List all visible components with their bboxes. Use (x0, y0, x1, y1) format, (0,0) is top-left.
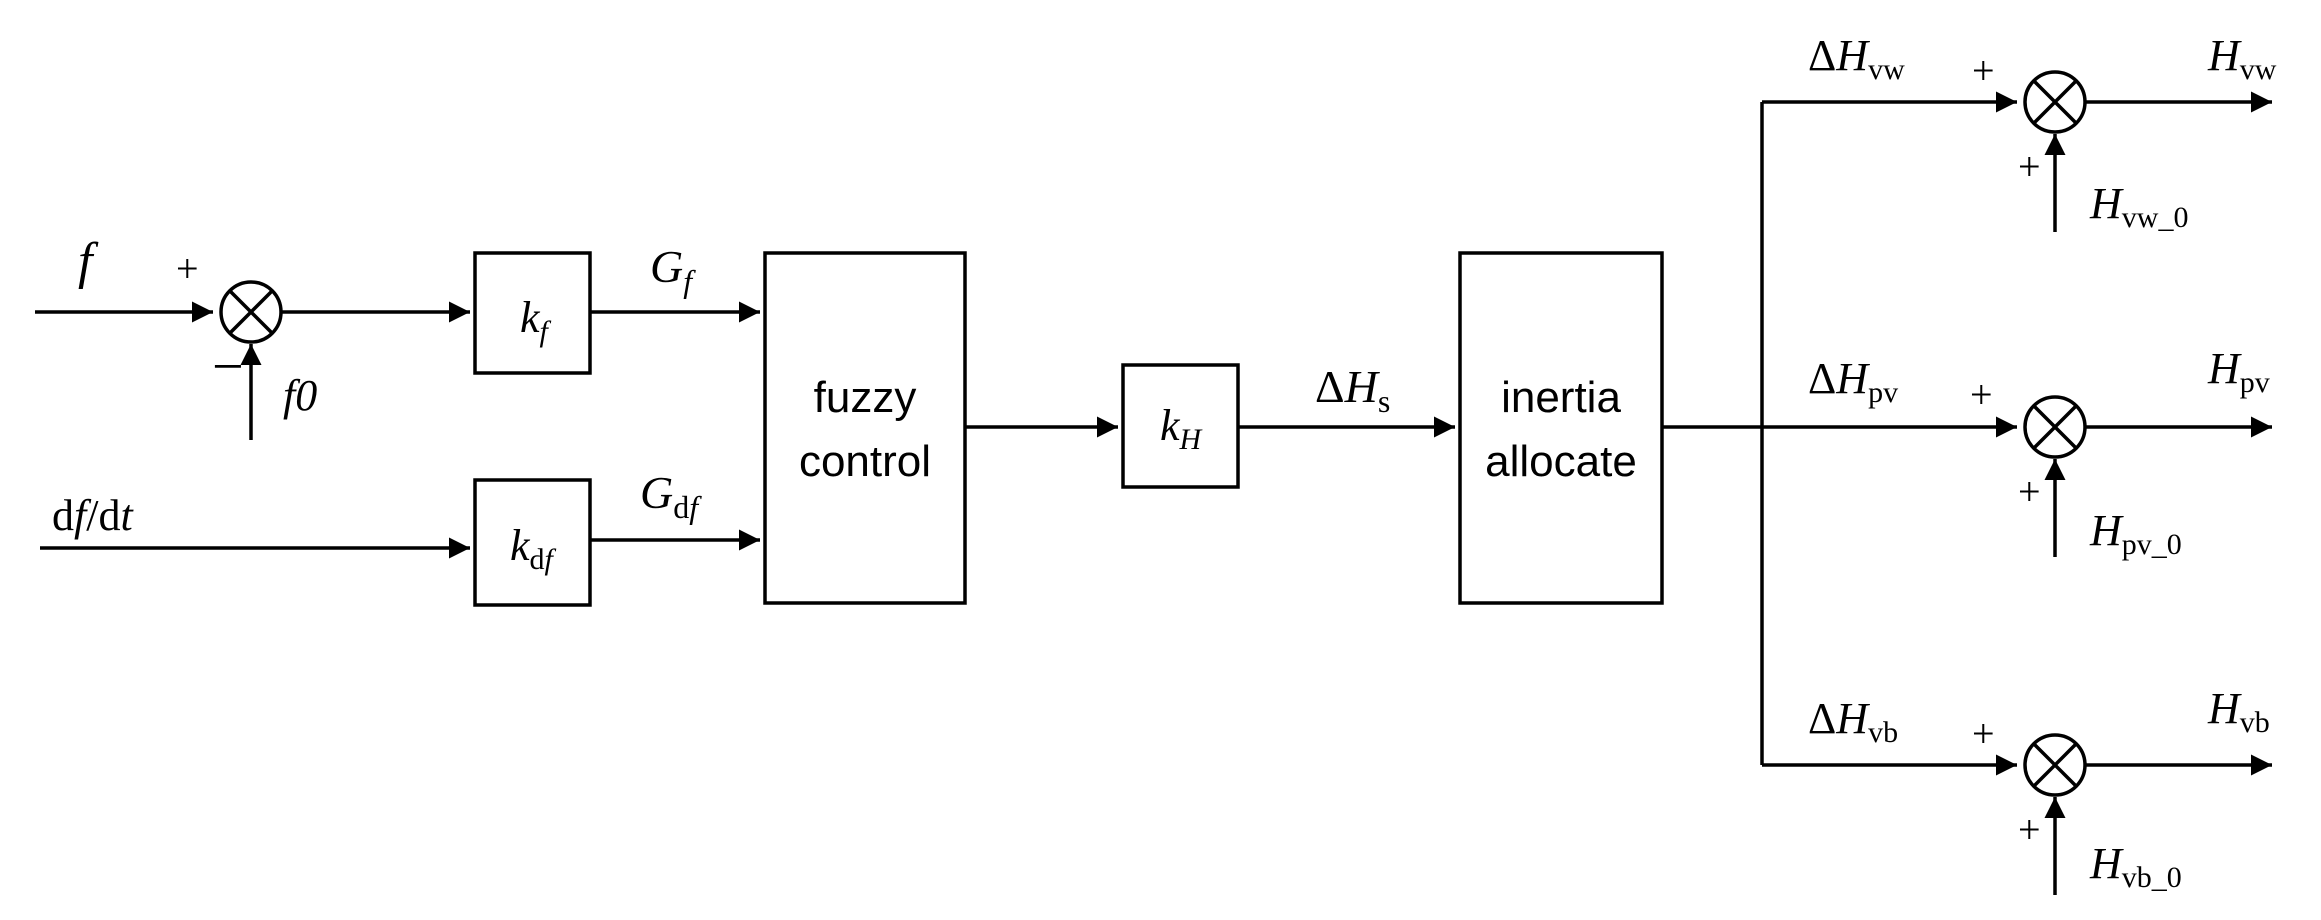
summing-junction-vw (2023, 70, 2087, 134)
fuzzy-control-label-line2: control (799, 437, 931, 486)
sum1-plus-sign: + (176, 246, 199, 291)
branch-vw-plus-bottom: + (2018, 144, 2041, 189)
input-dfdt-label: df/dt (52, 491, 134, 540)
Gf-label: Gf (650, 241, 696, 299)
sum1-minus-sign: − (212, 336, 244, 398)
branch-vw-output-label: Hvw (2207, 31, 2277, 86)
summing-junction-vb (2023, 733, 2087, 797)
branch-pv-delta-label: ΔHpv (1808, 354, 1898, 409)
input-f-label: f (78, 233, 99, 290)
branch-pv-init-label: Hpv_0 (2089, 506, 2182, 561)
kH-label: kH (1160, 401, 1204, 456)
inertia-allocate-label-line2: allocate (1485, 437, 1637, 486)
inertia-allocate-block (1458, 251, 1664, 605)
fuzzy-control-block (763, 251, 967, 605)
summing-junction-1 (219, 280, 283, 344)
kf-label: kf (520, 293, 552, 348)
branch-vb-output-label: Hvb (2207, 684, 2270, 739)
branch-pv-plus-top: + (1970, 372, 1993, 417)
branch-vw-init-label: Hvw_0 (2089, 179, 2188, 234)
branch-vb-plus-top: + (1972, 711, 1995, 756)
f0-label: f0 (283, 371, 317, 420)
dHs-label: ΔHs (1315, 361, 1390, 419)
kdf-block (473, 478, 592, 607)
fuzzy-control-label-line1: fuzzy (814, 373, 917, 422)
branch-vb-delta-label: ΔHvb (1808, 694, 1898, 749)
branch-vw-plus-top: + (1972, 48, 1995, 93)
summing-junction-pv (2023, 395, 2087, 459)
branch-vb-plus-bottom: + (2018, 807, 2041, 852)
inertia-allocate-label-line1: inertia (1501, 373, 1621, 422)
Gdf-label: Gdf (640, 467, 702, 525)
branch-vw-delta-label: ΔHvw (1808, 31, 1905, 86)
kdf-label: kdf (510, 521, 557, 576)
branch-pv-plus-bottom: + (2018, 469, 2041, 514)
branch-pv-output-label: Hpv (2207, 344, 2270, 399)
branch-vb-init-label: Hvb_0 (2089, 839, 2182, 894)
